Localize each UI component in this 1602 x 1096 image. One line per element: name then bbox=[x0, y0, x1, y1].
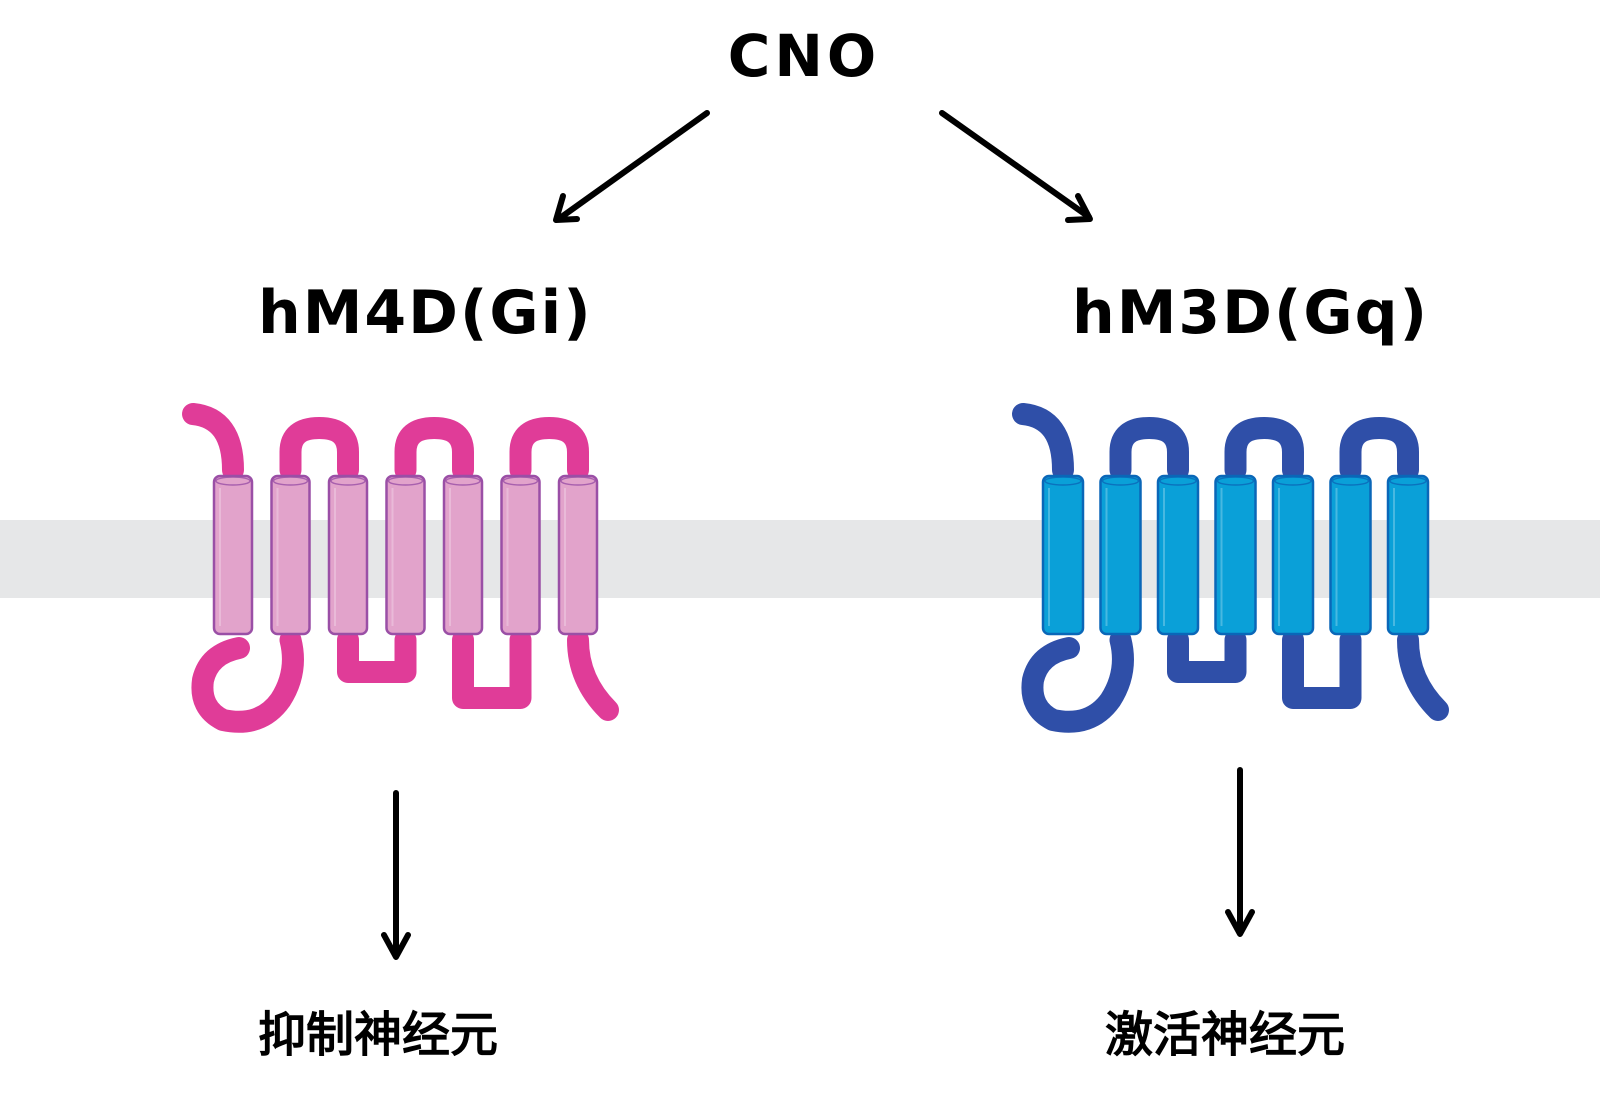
receptor-title-hm3d: hM3D(Gq) bbox=[1072, 278, 1430, 348]
extracellular-loop bbox=[394, 417, 474, 481]
n-terminus bbox=[1012, 403, 1074, 481]
transmembrane-helix bbox=[1386, 474, 1430, 636]
transmembrane-helix bbox=[385, 474, 426, 636]
effect-label-inhibit: 抑制神经元 bbox=[258, 1007, 499, 1063]
transmembrane-helix bbox=[1329, 474, 1372, 636]
intracellular-loop bbox=[1282, 629, 1362, 709]
transmembrane-helix bbox=[442, 474, 484, 636]
n-terminus bbox=[182, 403, 244, 481]
transmembrane-helix bbox=[1156, 474, 1200, 636]
transmembrane-helix bbox=[500, 474, 541, 636]
extracellular-loop bbox=[1224, 417, 1304, 481]
transmembrane-helix bbox=[1271, 474, 1315, 636]
transmembrane-helix bbox=[1214, 474, 1257, 636]
intracellular-loop bbox=[191, 629, 304, 733]
intracellular-loop bbox=[1021, 629, 1134, 733]
receptor-hm3d-gq bbox=[1012, 403, 1449, 733]
transmembrane-helix bbox=[212, 474, 254, 636]
receptor-hm4d-gi bbox=[182, 403, 619, 733]
intracellular-loop bbox=[452, 629, 532, 709]
receptor-title-hm4d: hM4D(Gi) bbox=[258, 278, 593, 348]
extracellular-loop bbox=[279, 417, 359, 481]
ligand-label: CNO bbox=[727, 22, 881, 90]
intracellular-loop bbox=[337, 629, 417, 683]
c-terminus bbox=[1397, 629, 1449, 721]
c-terminus bbox=[567, 629, 619, 721]
extracellular-loop bbox=[509, 417, 589, 481]
extracellular-loop bbox=[1109, 417, 1189, 481]
transmembrane-helix bbox=[270, 474, 311, 636]
intracellular-loop bbox=[1167, 629, 1247, 683]
transmembrane-helix bbox=[327, 474, 369, 636]
transmembrane-helix bbox=[557, 474, 599, 636]
receptor-loops bbox=[182, 403, 619, 733]
receptor-loops bbox=[1012, 403, 1449, 733]
transmembrane-helix bbox=[1099, 474, 1142, 636]
transmembrane-helix bbox=[1041, 474, 1085, 636]
arrow-hm3d-to-effect bbox=[1225, 767, 1255, 937]
arrow-cno-to-hm3d bbox=[939, 110, 1093, 223]
effect-label-activate: 激活神经元 bbox=[1105, 1007, 1346, 1063]
extracellular-loop bbox=[1339, 417, 1419, 481]
arrow-cno-to-hm4d bbox=[553, 110, 710, 223]
arrow-hm4d-to-effect bbox=[381, 790, 411, 960]
